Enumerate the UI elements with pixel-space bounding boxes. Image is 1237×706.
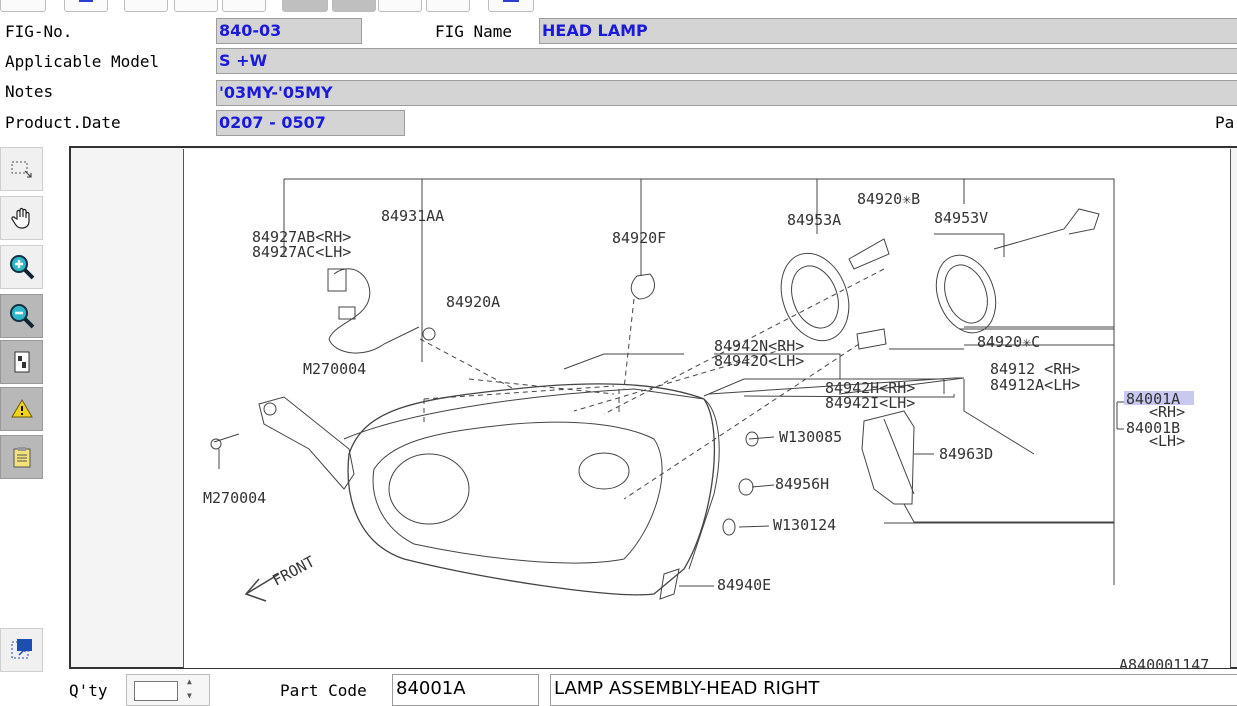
parts-diagram[interactable]: 84927AB<RH> 84927AC<LH> 84931AA 84920F 8… xyxy=(183,149,1231,674)
callout-M270004-bottom[interactable]: M270004 xyxy=(203,489,266,507)
diagram-viewer[interactable]: 84927AB<RH> 84927AC<LH> 84931AA 84920F 8… xyxy=(69,146,1237,674)
callout-84940E[interactable]: 84940E xyxy=(717,576,771,594)
callout-84942N[interactable]: 84942N<RH> xyxy=(714,337,804,355)
part-code-field[interactable]: 84001A xyxy=(392,674,539,706)
callout-84001B-lh: <LH> xyxy=(1149,432,1185,450)
toolbar-button-9[interactable] xyxy=(426,0,470,12)
toolbar-button-10[interactable] xyxy=(488,0,534,12)
zoom-out-icon xyxy=(9,304,34,329)
fig-name-label: FIG Name xyxy=(435,22,513,41)
page-label: Pa xyxy=(1215,113,1235,132)
qty-down-arrow[interactable]: ▼ xyxy=(187,691,192,700)
toolbar-button-3[interactable] xyxy=(124,0,168,12)
model-label: Applicable Model xyxy=(5,52,160,71)
callout-84953A[interactable]: 84953A xyxy=(787,211,841,229)
page-icon xyxy=(14,351,29,373)
toolbar-button-8[interactable] xyxy=(378,0,422,12)
zoom-out-tool[interactable] xyxy=(0,294,43,338)
callout-84001A[interactable]: 84001A xyxy=(1126,390,1180,408)
toolbar-button-4[interactable] xyxy=(174,0,218,12)
part-description-field[interactable]: LAMP ASSEMBLY-HEAD RIGHT xyxy=(550,674,1237,706)
fig-no-label: FIG-No. xyxy=(5,22,73,41)
toolbar-button-7[interactable] xyxy=(332,0,376,12)
callout-84942I[interactable]: 84942I<LH> xyxy=(825,394,915,412)
callout-84942O[interactable]: 84942O<LH> xyxy=(714,352,804,370)
zoom-in-icon xyxy=(9,255,34,280)
qty-stepper[interactable]: ▲ ▼ xyxy=(126,674,210,706)
callout-84927AB[interactable]: 84927AB<RH> xyxy=(252,228,351,246)
fig-name-field: HEAD LAMP xyxy=(539,18,1237,44)
callout-84001A-rh: <RH> xyxy=(1149,403,1185,421)
notes-field: '03MY-'05MY xyxy=(216,80,1237,106)
model-field: S +W xyxy=(216,48,1237,74)
warning-tool[interactable] xyxy=(0,387,43,431)
callout-84956H[interactable]: 84956H xyxy=(775,475,829,493)
date-field: 0207 - 0507 xyxy=(216,110,405,136)
select-area-tool[interactable] xyxy=(0,147,43,191)
callout-84920C[interactable]: 84920✳C xyxy=(977,333,1040,351)
qty-label: Q'ty xyxy=(69,681,108,700)
drawing-id: A840001147 xyxy=(1119,656,1209,668)
qty-up-arrow[interactable]: ▲ xyxy=(187,677,192,686)
callout-84912A[interactable]: 84912A<LH> xyxy=(990,376,1080,394)
date-label: Product.Date xyxy=(5,113,121,132)
notes-tool[interactable] xyxy=(0,435,43,479)
part-highlight xyxy=(1124,391,1194,405)
select-rect-icon xyxy=(11,161,31,178)
pan-tool[interactable] xyxy=(0,196,43,240)
callout-84927AC[interactable]: 84927AC<LH> xyxy=(252,243,351,261)
toolbar-button-6[interactable] xyxy=(282,0,328,12)
export-icon xyxy=(11,639,32,659)
callout-M270004-top[interactable]: M270004 xyxy=(303,360,366,378)
callout-84963D[interactable]: 84963D xyxy=(939,445,993,463)
callout-84920F[interactable]: 84920F xyxy=(612,229,666,247)
callout-W130085[interactable]: W130085 xyxy=(779,428,842,446)
callout-84920B[interactable]: 84920✳B xyxy=(857,190,920,208)
toolbar-icon xyxy=(79,0,93,2)
callout-84931AA[interactable]: 84931AA xyxy=(381,207,444,225)
leader-lines xyxy=(421,179,965,362)
fig-no-field: 840-03 xyxy=(216,18,362,44)
notepad-icon xyxy=(13,447,30,468)
fit-page-tool[interactable] xyxy=(0,340,43,384)
toolbar-button-1[interactable] xyxy=(0,0,46,12)
callout-W130124[interactable]: W130124 xyxy=(773,516,836,534)
notes-label: Notes xyxy=(5,82,54,101)
warning-icon xyxy=(10,399,33,418)
housing-outline xyxy=(347,383,716,596)
zoom-in-tool[interactable] xyxy=(0,245,43,289)
qty-input[interactable] xyxy=(134,681,178,701)
callout-84001B[interactable]: 84001B xyxy=(1126,419,1180,437)
toolbar-icon xyxy=(503,0,519,2)
front-label: FRONT xyxy=(269,552,317,589)
callout-84953V[interactable]: 84953V xyxy=(934,209,988,227)
callout-84920A[interactable]: 84920A xyxy=(446,293,500,311)
headlamp-exploded-view: 84927AB<RH> 84927AC<LH> 84931AA 84920F 8… xyxy=(203,178,1209,674)
toolbar-button-5[interactable] xyxy=(222,0,266,12)
toolbar-button-2[interactable] xyxy=(64,0,108,12)
callout-84912[interactable]: 84912 <RH> xyxy=(990,360,1080,378)
hand-icon xyxy=(10,207,30,229)
part-code-label: Part Code xyxy=(280,681,367,700)
export-tool[interactable] xyxy=(0,628,43,672)
callout-84942H[interactable]: 84942H<RH> xyxy=(825,379,915,397)
